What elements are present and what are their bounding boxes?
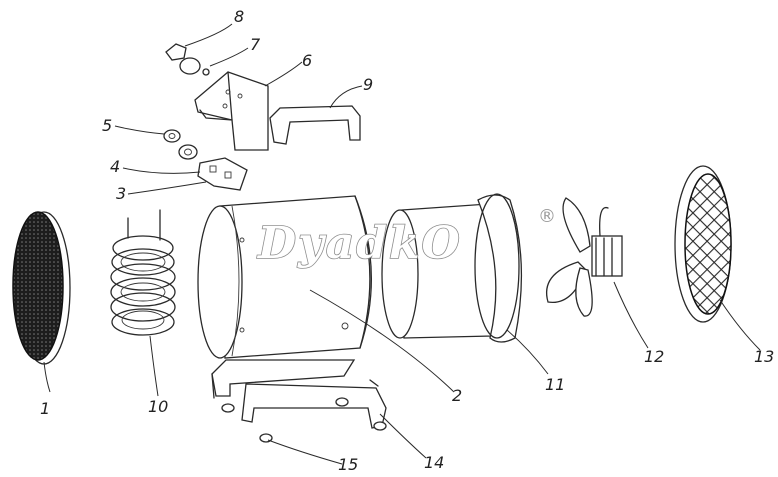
callout-15: 15 [338, 455, 358, 474]
inner-cylinder [381, 193, 523, 343]
callout-2: 2 [452, 386, 462, 405]
thermostat-knob [179, 57, 210, 76]
washer-pair [163, 129, 198, 160]
watermark: DyadkO ® [255, 206, 556, 270]
fan-motor [546, 197, 623, 317]
callout-3: 3 [116, 184, 126, 203]
base-stand [211, 359, 387, 429]
watermark-text: DyadkO [256, 218, 462, 269]
callout-5: 5 [102, 116, 112, 135]
rear-grille [674, 165, 732, 323]
callout-9: 9 [363, 75, 373, 94]
callout-10: 10 [148, 397, 168, 416]
callout-8: 8 [234, 7, 244, 26]
callout-11: 11 [545, 375, 565, 394]
callout-12: 12 [644, 347, 664, 366]
leader-lines [43, 23, 761, 465]
carry-handle [269, 105, 361, 145]
callout-4: 4 [110, 157, 120, 176]
control-switch [197, 157, 248, 191]
watermark-registered: ® [538, 206, 556, 227]
callout-1: 1 [40, 399, 50, 418]
front-grille [12, 211, 71, 365]
control-bracket [194, 71, 269, 151]
callout-13: 13 [754, 347, 774, 366]
callout-7: 7 [250, 35, 261, 54]
heating-coil [110, 209, 176, 336]
callout-14: 14 [424, 453, 444, 472]
callout-6: 6 [302, 51, 312, 70]
main-housing [197, 195, 373, 359]
callout-labels: 1 2 3 4 5 6 7 8 9 10 11 12 13 14 15 [40, 7, 774, 474]
knob-cap [165, 43, 187, 61]
